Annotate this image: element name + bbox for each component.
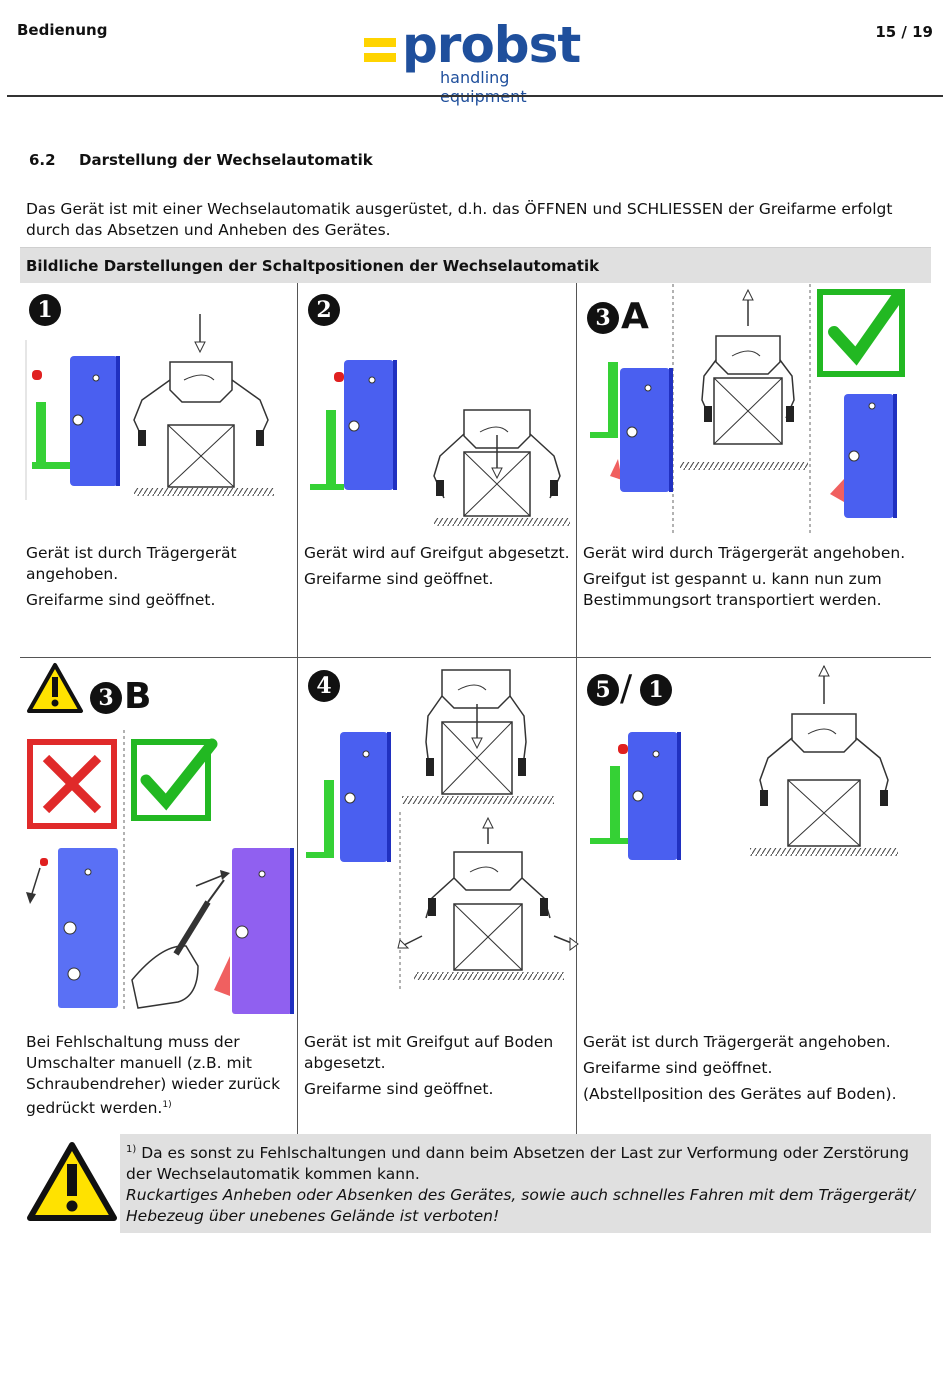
step-text-2: Gerät wird auf Greifgut abgesetzt. Greif… <box>304 544 570 588</box>
step-suffix-3b: B <box>124 676 152 717</box>
note-box <box>120 1134 931 1233</box>
step-badge-5: 5 <box>587 674 619 706</box>
step-suffix-3a: A <box>621 296 649 337</box>
probst-logo: probst handling equipment <box>364 16 594 106</box>
section-number: 6.2 <box>29 151 56 169</box>
step-text-1: Gerät ist durch Trägergerät angehoben. G… <box>26 544 237 609</box>
grid-line <box>576 283 577 1135</box>
step-badge-2: 2 <box>308 294 340 326</box>
step-separator: / <box>620 668 633 709</box>
table-heading: Bildliche Darstellungen der Schaltpositi… <box>20 247 931 283</box>
illustration-step-5 <box>581 664 898 860</box>
page-number: 15 / 19 <box>875 23 933 41</box>
grid-line <box>297 283 298 1135</box>
step-text-4: Gerät ist mit Greifgut auf Boden abgeset… <box>304 1033 554 1098</box>
illustration-step-1 <box>25 314 274 500</box>
section-intro: Das Gerät ist mit einer Wechselautomatik… <box>26 200 893 239</box>
note-footnote-marker: 1) <box>126 1144 137 1155</box>
header-section-label: Bedienung <box>17 21 108 39</box>
step-badge-3a: 3 <box>587 302 619 334</box>
note-text: 1) Da es sonst zu Fehlschaltungen und da… <box>126 1139 926 1227</box>
warning-icon <box>27 663 83 713</box>
step-badge-4: 4 <box>308 670 340 702</box>
section-title: Darstellung der Wechselautomatik <box>79 151 373 169</box>
step-text-3b: Bei Fehlschaltung muss der Umschalter ma… <box>26 1033 281 1118</box>
logo-word: probst <box>402 16 581 74</box>
illustration-step-3a <box>590 284 905 534</box>
header-divider <box>7 95 943 97</box>
footnote-marker: 1) <box>162 1100 172 1110</box>
grid-line <box>20 657 931 658</box>
step-badge-1: 1 <box>29 294 61 326</box>
illustration-step-3b <box>26 730 294 1014</box>
warning-icon-large <box>27 1142 117 1221</box>
step-text-5: Gerät ist durch Trägergerät angehoben. G… <box>583 1033 897 1103</box>
note-warning-text: Ruckartiges Anheben oder Absenken des Ge… <box>126 1186 915 1226</box>
logo-subtitle: handling equipment <box>440 68 527 106</box>
step-badge-1-repeat: 1 <box>640 674 672 706</box>
step-text-3a: Gerät wird durch Trägergerät angehoben. … <box>583 544 906 609</box>
illustration-step-4 <box>306 669 579 992</box>
step-badge-3b: 3 <box>90 682 122 714</box>
illustration-step-2 <box>310 360 570 526</box>
